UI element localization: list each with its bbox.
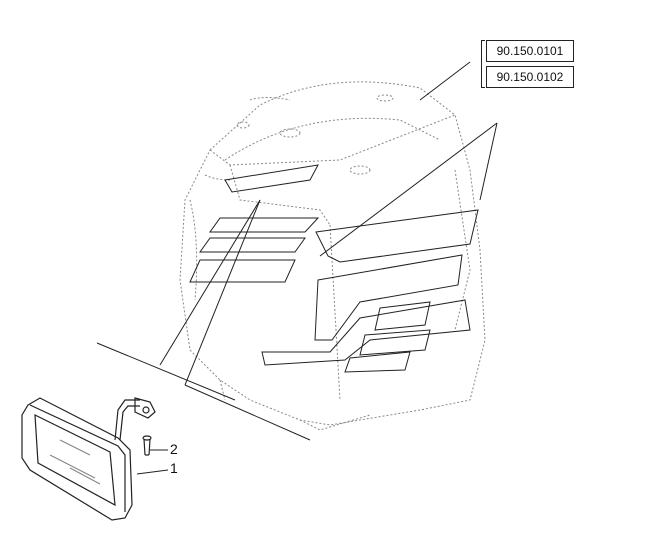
screw-part [142, 435, 152, 456]
callout-item-2: 2 [170, 441, 178, 457]
reference-bracket [481, 40, 485, 88]
cab-outline [179, 81, 486, 431]
reference-code-2[interactable]: 90.150.0102 [486, 66, 574, 88]
callout-item-1: 1 [170, 460, 178, 476]
decal-panels [189, 164, 479, 373]
reference-code-1[interactable]: 90.150.0101 [486, 40, 574, 62]
mirror-part [21, 397, 156, 521]
leader-lines [96, 61, 498, 475]
